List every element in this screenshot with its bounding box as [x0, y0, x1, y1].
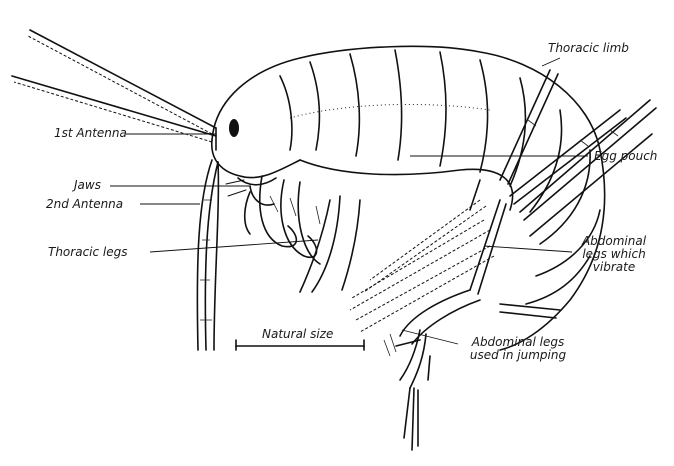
label-first-antenna: 1st Antenna — [54, 127, 127, 140]
label-abdominal-jump-line2: used in jumping — [458, 349, 578, 362]
label-thoracic-limb: Thoracic limb — [548, 42, 629, 55]
thoracic-legs-drawing — [245, 176, 360, 292]
natural-size-scale-bar — [236, 340, 364, 350]
label-thoracic-legs: Thoracic legs — [48, 246, 128, 259]
label-abdominal-legs-jumping: Abdominal legs used in jumping — [458, 336, 578, 362]
eye — [229, 119, 239, 137]
label-abdominal-legs-vibrate: Abdominal legs which vibrate — [574, 235, 654, 274]
label-natural-size: Natural size — [262, 328, 333, 341]
label-second-antenna: 2nd Antenna — [46, 198, 123, 211]
leader-lines — [110, 58, 588, 344]
abdominal-jumping-legs-drawing — [384, 290, 560, 450]
jaws-drawing — [226, 178, 276, 205]
label-egg-pouch: Egg pouch — [594, 150, 657, 163]
label-jaws: Jaws — [74, 179, 101, 192]
label-abdominal-vibrate-line3: vibrate — [574, 261, 654, 274]
second-antenna-drawing — [197, 160, 218, 350]
